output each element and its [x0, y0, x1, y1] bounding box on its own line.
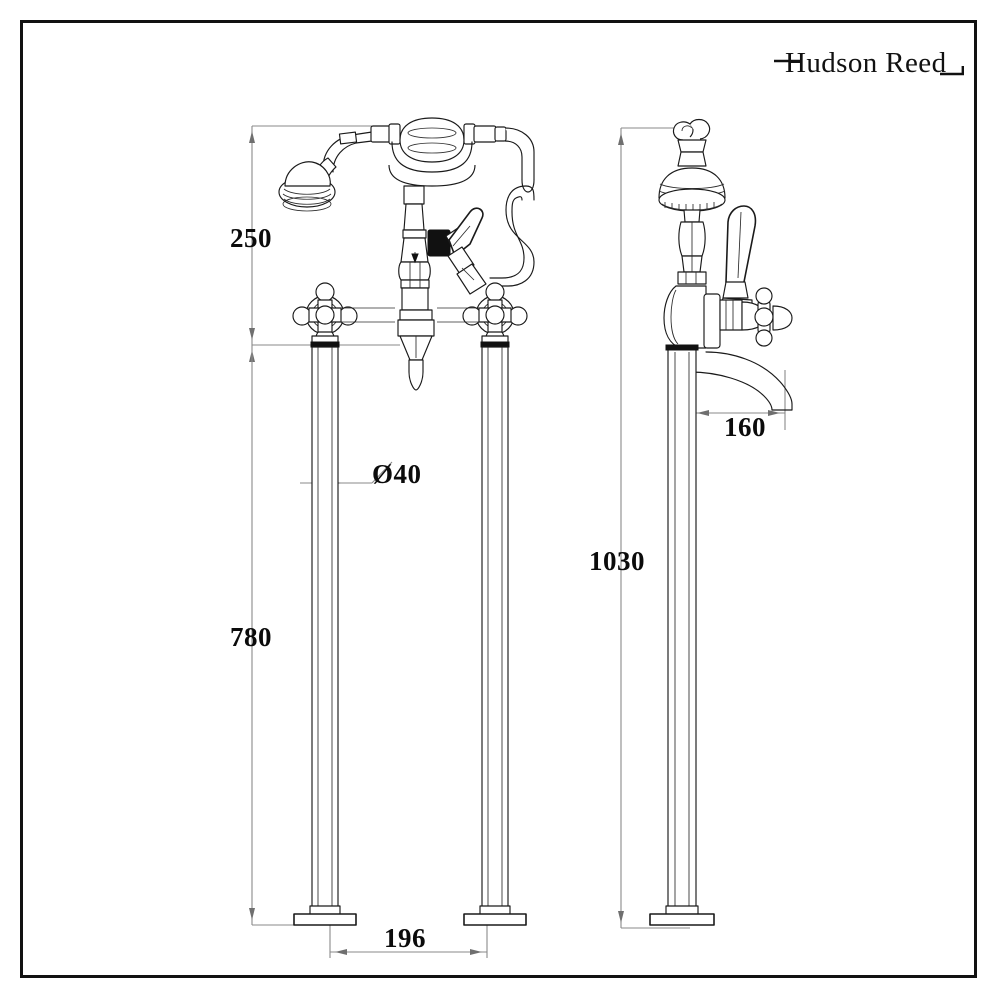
spout-side [689, 351, 793, 411]
cross-handle-left [292, 282, 358, 348]
valve-rails [340, 307, 480, 323]
cross-handle-side [754, 287, 793, 347]
baluster-column [677, 209, 707, 285]
dimension-label-1030: 1030 [589, 546, 645, 576]
dimension-label-160: 160 [724, 412, 766, 442]
dimension-label-780: 780 [230, 622, 272, 652]
shower-rose-side [658, 167, 726, 212]
handset-hook [672, 118, 711, 167]
handset-cradle [370, 117, 535, 193]
dimension-1030 [618, 127, 700, 929]
standpipe-left [293, 346, 357, 926]
dimension-196 [329, 925, 488, 958]
svg-text:Hudson Reed: Hudson Reed [785, 47, 947, 79]
center-body [398, 185, 431, 311]
spout-flare [397, 309, 435, 391]
dimension-label-196: 196 [384, 923, 426, 953]
diverter-lever [427, 207, 487, 295]
shower-head-handset [278, 157, 337, 212]
lever-handle-side [721, 205, 757, 315]
hudson-reed-logo: Hudson Reed [774, 44, 965, 92]
dimension-label-250: 250 [230, 223, 272, 253]
front-view-assembly [278, 117, 535, 926]
cross-handle-right [462, 282, 528, 348]
dimension-label-diameter-40: Ø40 [372, 459, 422, 489]
valve-body-side [663, 285, 767, 349]
return-pipe [489, 185, 535, 287]
logo-graphic: Hudson Reed [774, 47, 965, 79]
standpipe-right [463, 346, 527, 926]
standpipe-side [649, 344, 715, 926]
shower-hose-arm [322, 131, 373, 173]
side-view-assembly [649, 118, 793, 926]
